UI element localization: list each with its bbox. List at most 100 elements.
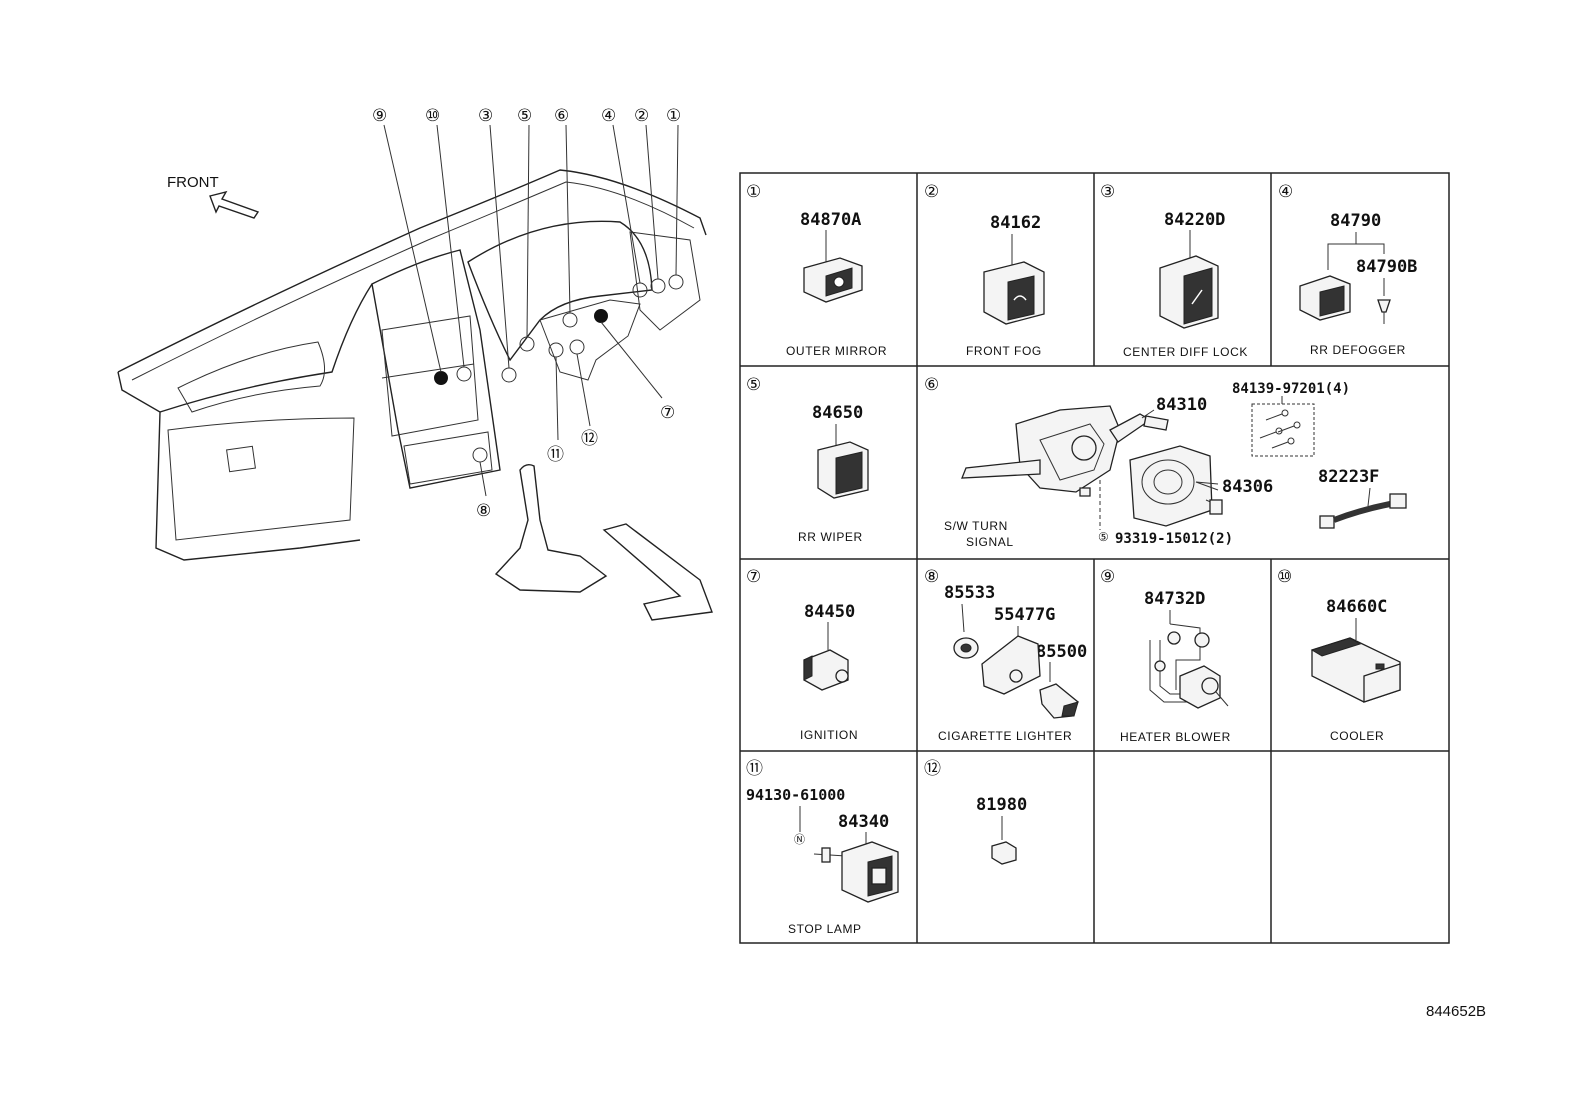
caption: CIGARETTE LIGHTER xyxy=(938,729,1072,743)
caption: RR DEFOGGER xyxy=(1310,343,1406,357)
part-number: 84450 xyxy=(804,602,855,622)
outer-mirror-switch-drawing xyxy=(803,257,863,303)
cell-center-diff-lock: ③ 84220D CENTER DIFF LOCK xyxy=(1100,182,1247,359)
caption: IGNITION xyxy=(800,728,858,742)
part-number: 84870A xyxy=(800,210,861,230)
part-number: 84790B xyxy=(1356,257,1417,277)
cell-cooler: ⑩ 84660C COOLER xyxy=(1277,567,1401,743)
cell-number: ① xyxy=(746,182,761,201)
callout-11: ⑪ xyxy=(547,445,564,464)
callout-1: ① xyxy=(666,106,681,125)
location-12-dot xyxy=(569,339,585,355)
dashboard-overview: FRONT xyxy=(117,106,713,621)
leader-lines xyxy=(383,124,679,497)
cooler-switch-drawing xyxy=(1310,637,1401,703)
glovebox xyxy=(167,417,355,541)
heater-blower-switch-drawing xyxy=(1149,623,1229,709)
callout-5: ⑤ xyxy=(517,106,532,125)
part-number: 84790 xyxy=(1330,211,1381,231)
part-number: 55477G xyxy=(994,605,1055,625)
cell-number: ⑧ xyxy=(924,567,939,586)
part-number: 84139-97201(4) xyxy=(1232,381,1350,397)
stop-lamp-switch-drawing xyxy=(813,841,899,903)
cell-outer-mirror: ① 84870A OUTER MIRROR xyxy=(746,182,887,358)
cell-number: ⑥ xyxy=(924,375,939,394)
part-number: 84660C xyxy=(1326,597,1387,617)
caption: COOLER xyxy=(1330,729,1384,743)
dashboard-top-inner xyxy=(131,181,695,381)
cell-number: ⑩ xyxy=(1277,567,1292,586)
part-number: 84340 xyxy=(838,812,889,832)
part-number: 84162 xyxy=(990,213,1041,233)
steering-column-area xyxy=(539,299,641,381)
callout-8: ⑧ xyxy=(476,501,491,520)
callout-9: ⑨ xyxy=(372,106,387,125)
part-number: 81980 xyxy=(976,795,1027,815)
cell-front-fog: ② 84162 FRONT FOG xyxy=(924,182,1045,358)
caption: OUTER MIRROR xyxy=(786,344,887,358)
location-2-dot xyxy=(650,278,666,294)
cell-cigarette-lighter: ⑧ 85533 55477G 85500 CIGARETTE LIGHTER xyxy=(924,567,1087,743)
part-number: 85500 xyxy=(1036,642,1087,662)
caption: HEATER BLOWER xyxy=(1120,730,1231,744)
cell-number: ② xyxy=(924,182,939,201)
center-stack-lower xyxy=(403,431,493,485)
center-stack xyxy=(381,315,479,437)
callout-2: ② xyxy=(634,106,649,125)
cell-number: ⑫ xyxy=(924,759,941,778)
location-3-dot xyxy=(501,367,517,383)
cell-number: ⑪ xyxy=(746,759,763,778)
location-10-dot xyxy=(456,366,472,382)
cell-rr-wiper: ⑤ 84650 RR WIPER xyxy=(746,375,869,544)
front-label: FRONT xyxy=(167,174,219,191)
cell-rr-defogger: ④ 84790 84790B RR DEFOGGER xyxy=(1278,182,1417,357)
location-7-dot xyxy=(594,309,608,323)
cell-stop-lamp: ⑪ 94130-61000 84340 Ⓝ STOP LAMP xyxy=(746,759,899,936)
center-console xyxy=(371,249,501,489)
part-number: 85533 xyxy=(944,583,995,603)
right-panel xyxy=(629,231,701,331)
part-number: 84732D xyxy=(1144,589,1205,609)
cell-81980: ⑫ 81980 xyxy=(924,759,1027,865)
cell-number: ⑦ xyxy=(746,567,761,586)
nut-mark: Ⓝ xyxy=(794,833,805,846)
cell-heater-blower: ⑨ 84732D HEATER BLOWER xyxy=(1100,567,1231,744)
location-6-dot xyxy=(562,312,578,328)
parking-brake xyxy=(602,523,713,621)
dashboard-left-side xyxy=(117,371,361,561)
dashboard-lower-edge xyxy=(159,283,373,413)
location-8-dot xyxy=(472,447,488,463)
part-number: 84220D xyxy=(1164,210,1225,230)
caption-line-1: S/W TURN xyxy=(944,519,1008,533)
parts-grid xyxy=(739,172,1450,944)
cell-number: ④ xyxy=(1278,182,1293,201)
callout-4: ④ xyxy=(601,106,616,125)
front-arrow xyxy=(209,190,260,219)
location-9-dot xyxy=(434,371,448,385)
center-diff-lock-switch-drawing xyxy=(1159,255,1219,329)
part-number: 84310 xyxy=(1156,395,1207,415)
cell-number: ③ xyxy=(1100,182,1115,201)
callout-7: ⑦ xyxy=(660,403,675,422)
rr-wiper-switch-drawing xyxy=(817,441,869,499)
part-number: 84306 xyxy=(1222,477,1273,497)
cell-number: ⑤ xyxy=(746,375,761,394)
location-1-dot xyxy=(668,274,684,290)
part-81980-drawing xyxy=(991,841,1017,865)
left-panel xyxy=(177,341,325,413)
caption: FRONT FOG xyxy=(966,344,1042,358)
rr-defogger-switch-drawing xyxy=(1299,275,1391,324)
callout-3: ③ xyxy=(478,106,493,125)
glovebox-handle xyxy=(226,445,256,473)
cell-ignition: ⑦ 84450 IGNITION xyxy=(746,567,858,742)
ignition-switch-drawing xyxy=(803,649,849,691)
caption-line-2: SIGNAL xyxy=(966,535,1014,549)
location-4-dot xyxy=(632,282,648,298)
front-fog-switch-drawing xyxy=(983,261,1045,325)
part-number: 93319-15012(2) xyxy=(1115,531,1233,547)
dashboard-top-edge xyxy=(117,169,707,373)
part-number: 94130-61000 xyxy=(746,786,845,804)
screw-mark: ⑤ xyxy=(1098,530,1109,544)
part-number: 84650 xyxy=(812,403,863,423)
